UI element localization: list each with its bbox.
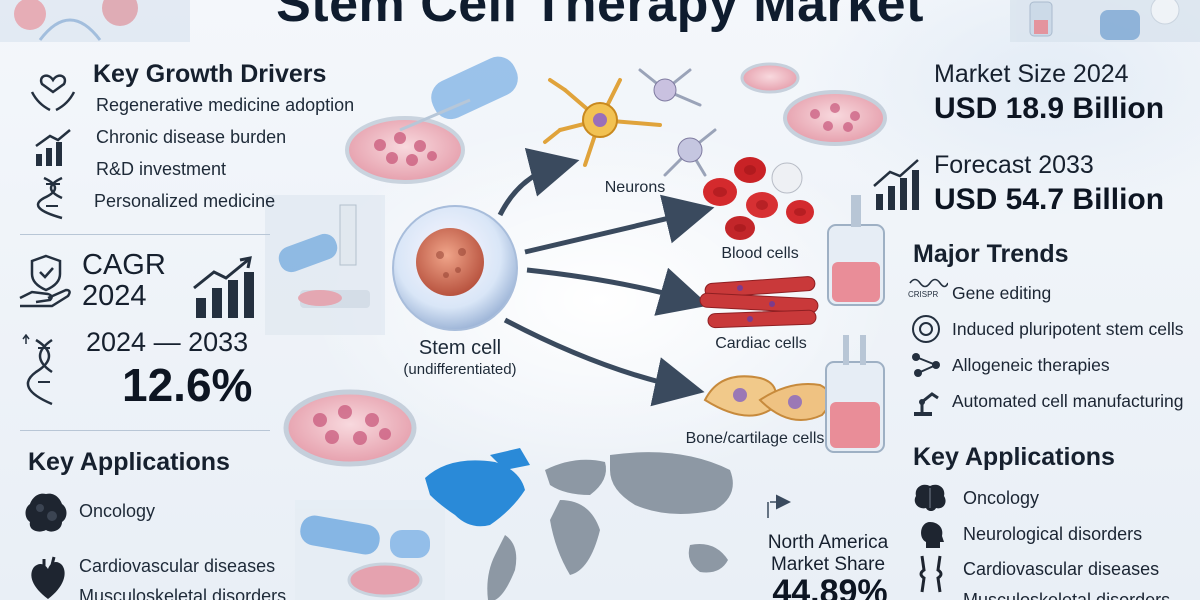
page-title: Stem Cell Therapy Market: [276, 0, 924, 33]
application-item: Oncology: [963, 488, 1040, 508]
petri-dish-lower: [283, 389, 417, 467]
trend-item: Induced pluripotent stem cells: [952, 319, 1184, 339]
cagr-value: 12.6%: [122, 359, 253, 411]
market-size-label: Market Size 2024: [934, 60, 1129, 88]
driver-item: Chronic disease burden: [96, 127, 287, 147]
major-trends-heading: Major Trends: [913, 240, 1069, 268]
application-item: Neurological disorders: [963, 524, 1143, 544]
cagr-label: CAGR 2024: [82, 250, 166, 312]
brain-icon: [912, 482, 948, 514]
blood-cells-label: Blood cells: [721, 245, 799, 262]
application-item: Musculoskeletal disorders: [963, 590, 1171, 600]
key-applications-left-heading: Key Applications: [28, 448, 230, 476]
cell-icon: [911, 314, 941, 344]
differentiation-arrows: [497, 148, 715, 407]
top-right-lab-photo: [1010, 0, 1200, 42]
neuron-graphic: [543, 68, 717, 177]
north-america-label-line1: North America: [767, 532, 889, 553]
lab-hands-photo: [295, 500, 445, 600]
petri-dish-top: [345, 56, 518, 184]
cagr-label-line2: 2024: [82, 280, 147, 312]
driver-item: R&D investment: [96, 159, 227, 179]
forecast-label: Forecast 2033: [934, 151, 1094, 179]
cardiac-cells-label: Cardiac cells: [715, 335, 807, 352]
hands-heart-icon: [28, 70, 78, 116]
trend-item: Allogeneic therapies: [952, 355, 1110, 375]
north-america-label-line2: Market Share: [770, 554, 886, 575]
head-icon: [916, 520, 946, 550]
dna-arrow-icon: [22, 334, 70, 408]
network-icon: [910, 351, 942, 379]
north-america-share-value: 44.89%: [772, 573, 888, 600]
forecast-chart-icon: [872, 158, 926, 214]
cardiac-cells-graphic: [699, 276, 819, 329]
bioreactor-bottom: [825, 335, 885, 453]
divider-left-1: [20, 234, 270, 235]
crispr-icon-text: CRISPR: [908, 290, 939, 299]
bone-cells-graphic: [703, 375, 832, 421]
stem-cell-graphic: [392, 205, 518, 331]
application-item: Cardiovascular diseases: [963, 559, 1160, 579]
stem-cell-label: Stem cell: [418, 337, 502, 359]
divider-left-2: [20, 430, 270, 431]
heart-icon: [26, 555, 70, 600]
key-growth-drivers-heading: Key Growth Drivers: [93, 60, 327, 88]
key-applications-right-heading: Key Applications: [913, 443, 1115, 471]
chart-growth-icon: [190, 256, 260, 322]
microscope-photo: [265, 195, 385, 335]
blood-cells-graphic: [703, 157, 814, 240]
driver-item: Regenerative medicine adoption: [96, 95, 355, 115]
application-item: Oncology: [79, 501, 156, 521]
trend-item: Gene editing: [952, 283, 1052, 303]
dna-icon: [36, 176, 70, 220]
crispr-icon: CRISPR: [908, 276, 948, 304]
market-size-value: USD 18.9 Billion: [934, 92, 1165, 125]
cagr-label-line1: CAGR: [82, 249, 166, 281]
trend-item: Automated cell manufacturing: [952, 391, 1184, 411]
growth-bars-icon: [32, 128, 74, 168]
stem-cell-sublabel: (undifferentiated): [403, 361, 517, 378]
neurons-label: Neurons: [604, 179, 666, 196]
tumor-icon: [22, 490, 70, 536]
robot-arm-icon: [910, 386, 942, 418]
driver-item: Personalized medicine: [94, 191, 276, 211]
forecast-value: USD 54.7 Billion: [934, 183, 1165, 216]
application-item: Musculoskeletal disorders: [79, 586, 287, 600]
top-left-cells-photo: [0, 0, 190, 42]
petri-dish-top-right: [740, 62, 887, 146]
shield-hand-icon: [18, 252, 74, 310]
north-america-label: North America Market Share: [748, 532, 908, 576]
bone-cartilage-cells-label: Bone/cartilage cells: [685, 430, 825, 447]
cagr-years: 2024 — 2033: [86, 327, 249, 357]
world-map: [425, 448, 733, 600]
application-item: Cardiovascular diseases: [79, 556, 276, 576]
bioreactor-top: [827, 195, 885, 306]
knee-icon: [914, 554, 948, 594]
